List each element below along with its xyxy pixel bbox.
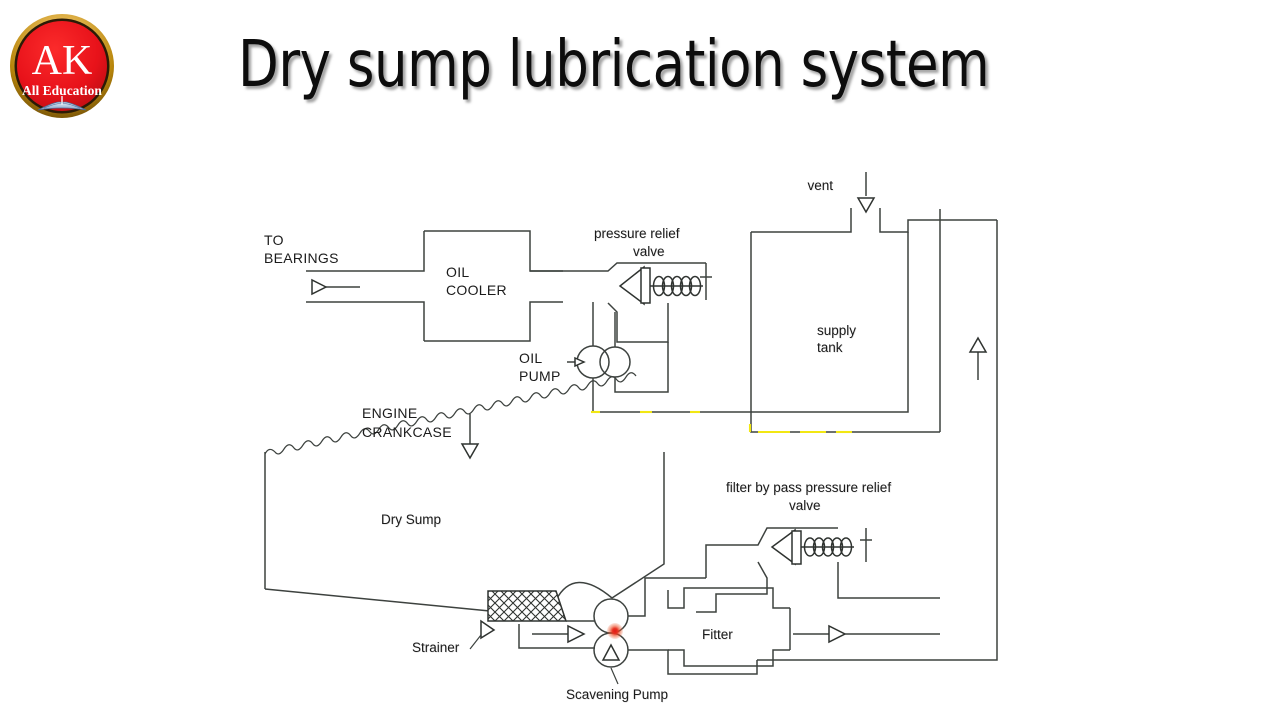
scavenging-pump: Scavening Pump [518, 577, 758, 702]
logo-disc [17, 21, 107, 111]
dry-sump-label: Dry Sump [381, 512, 441, 527]
return-flow-arrow-icon [968, 336, 988, 353]
oil-pump: OIL PUMP [519, 302, 669, 412]
oil-cooler: OIL COOLER [391, 230, 563, 342]
filter-outlet-arrow-icon [828, 624, 847, 644]
filter-label: Fitter [702, 627, 733, 642]
logo-ak-all-education: AK All Education [10, 14, 114, 118]
oil-pump-pointer-icon [574, 356, 586, 368]
supply-tank-label-line1: supply [817, 323, 856, 338]
oil-cooler-label-line1: OIL [446, 264, 469, 280]
strainer-label: Strainer [412, 640, 460, 655]
oil-pump-label-line2: PUMP [519, 368, 561, 384]
vent-label: vent [807, 178, 833, 193]
scavenging-pump-label: Scavening Pump [566, 687, 668, 702]
bypass-valve-spring-icon [801, 537, 854, 557]
engine-crankcase-label-line1: ENGINE [362, 405, 417, 421]
supply-tank-return-line [757, 209, 998, 661]
filter-bypass-pressure-relief-valve: filter by pass pressure relief valve [696, 480, 940, 613]
relief-valve-spring-icon [650, 275, 703, 297]
strainer-mesh-icon [487, 590, 568, 622]
engine-crankcase-label-line2: CRANKCASE [362, 424, 452, 440]
filter-bypass-label-line2: valve [789, 498, 821, 513]
to-bearings-arrow-icon [311, 278, 328, 296]
vent-arrow-icon [856, 197, 876, 214]
pressure-relief-valve: pressure relief valve [530, 226, 712, 343]
strainer: Strainer [412, 590, 568, 655]
oil-pump-gear-right [599, 346, 631, 378]
to-bearings-label-line2: BEARINGS [264, 250, 339, 266]
logo-book-icon [37, 96, 87, 111]
logo-tagline: All Education [22, 83, 102, 98]
strainer-pointer-icon [480, 619, 496, 640]
engine-crankcase: ENGINE CRANKCASE Dry Sump [264, 372, 665, 613]
to-bearings-outlet: TO BEARINGS [264, 232, 391, 303]
vent: vent [807, 172, 876, 214]
pressure-relief-valve-label-line2: valve [633, 244, 665, 259]
to-bearings-label-line1: TO [264, 232, 284, 248]
bypass-valve-seat [791, 530, 802, 565]
relief-valve-seat [640, 267, 651, 304]
supply-tank-suction-line [591, 410, 940, 434]
oil-cooler-label-line2: COOLER [446, 282, 507, 298]
engine-crankcase-arrow-icon [460, 443, 480, 460]
page-title: Dry sump lubrication system [238, 28, 990, 102]
strainer-flow-arrow-icon [567, 624, 586, 644]
oil-filter: Fitter [667, 587, 940, 667]
supply-tank: supply tank [750, 208, 997, 413]
supply-tank-label-line2: tank [817, 340, 843, 355]
pressure-relief-valve-label-line1: pressure relief [594, 226, 680, 241]
scavenging-pump-direction-icon [601, 643, 621, 661]
oil-pump-label-line1: OIL [519, 350, 542, 366]
scavenging-pump-gear-top [593, 598, 629, 634]
logo-initials: AK [32, 38, 93, 84]
filter-bypass-label-line1: filter by pass pressure relief [726, 480, 891, 495]
